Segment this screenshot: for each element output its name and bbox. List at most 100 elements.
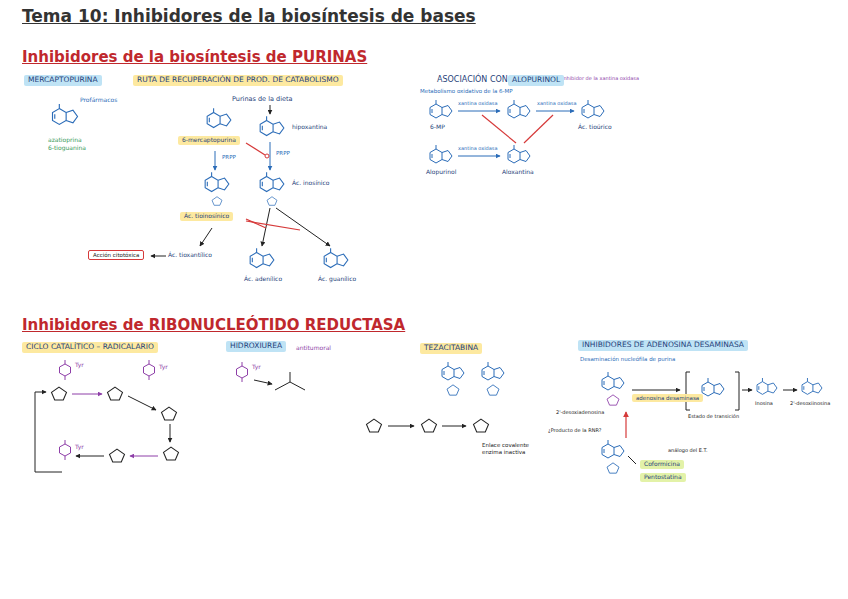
- highlight-box: TEZACITABINA: [420, 343, 482, 354]
- node-text: Coformicina: [644, 461, 680, 468]
- note-label: xantina oxidasa: [537, 101, 577, 107]
- note-label: Inosina: [755, 401, 773, 407]
- tyrosine-structure: [60, 360, 71, 380]
- inhibition-line: [246, 221, 300, 230]
- note-label: PRPP: [276, 150, 290, 156]
- note-label: azatioprina: [48, 137, 82, 144]
- node-text: RUTA DE RECUPERACIÓN DE PROD. DE CATABOL…: [137, 76, 339, 85]
- purine-structure: [602, 440, 624, 458]
- purine-structure: [508, 100, 530, 118]
- inhibition-line: [524, 115, 553, 143]
- note-label: 6-MP: [430, 124, 445, 131]
- note-label: Profármacos: [80, 97, 117, 104]
- ribose-structure: [422, 419, 437, 432]
- purine-structure: [508, 145, 530, 163]
- note-label: ¿Producto de la RNR?: [548, 428, 602, 434]
- note-label: xantina oxidasa: [458, 101, 498, 107]
- ribose-structure: [607, 395, 619, 405]
- note-label: enzima inactiva: [482, 449, 525, 455]
- node-text: 6-mercaptopurina: [182, 137, 236, 144]
- reaction-arrow: [458, 111, 500, 112]
- purine-structure: [205, 172, 229, 191]
- nucleoside-structure: [442, 362, 464, 380]
- ribose-structure: [108, 387, 123, 400]
- reaction-arrow: [442, 426, 466, 427]
- tyrosine-structure: [144, 360, 155, 380]
- page-title: Tema 10: Inhibidores de la biosíntesis d…: [22, 6, 476, 26]
- tyrosine-structure: [60, 440, 71, 460]
- reaction-arrow: [151, 256, 166, 257]
- note-label: análogo del E.T.: [668, 448, 708, 454]
- node-text: TEZACITABINA: [424, 344, 478, 353]
- ribose-structure: [474, 419, 489, 432]
- purine-structure: [260, 116, 284, 135]
- note-label: ASOCIACIÓN CON: [437, 75, 508, 84]
- reaction-arrow: [270, 142, 271, 170]
- note-label: Ác. tioxantílico: [168, 252, 212, 259]
- ribose-structure: [212, 197, 222, 206]
- highlight-box: Coformicina: [640, 460, 684, 469]
- reaction-arrow: [215, 151, 216, 170]
- reaction-arrow: [783, 390, 797, 391]
- reaction-arrow: [536, 111, 574, 112]
- reaction-arrow: [270, 105, 271, 114]
- section-heading: Inhibidores de la biosíntesis de PURINAS: [22, 49, 367, 66]
- outcome-box: Acción citotóxica: [88, 250, 144, 260]
- purine-structure: [207, 108, 231, 127]
- note-label: Aloxantina: [502, 169, 534, 176]
- highlight-box: RUTA DE RECUPERACIÓN DE PROD. DE CATABOL…: [133, 75, 343, 86]
- note-label: 6-tioguanina: [48, 145, 86, 152]
- note-label: Estado de transición: [688, 414, 739, 420]
- reaction-arrow: [72, 394, 102, 395]
- reaction-arrow: [76, 456, 104, 457]
- note-label: PRPP: [222, 154, 236, 160]
- ribose-structure: [447, 385, 459, 395]
- reaction-arrow: [742, 390, 752, 391]
- inhibition-arrow: [625, 412, 626, 438]
- reaction-arrow: [388, 426, 414, 427]
- highlight-box: ALOPURINOL: [508, 75, 564, 86]
- highlight-box: Pentostatina: [640, 473, 686, 482]
- section-heading: Inhibidores de RIBONUCLEÓTIDO REDUCTASA: [22, 317, 405, 334]
- purine-structure: [324, 248, 348, 267]
- inhibition-mark: [265, 154, 269, 158]
- highlight-box: adenosina desaminasa: [632, 394, 703, 402]
- highlight-box: MERCAPTOPURINA: [24, 75, 102, 86]
- note-label: hipoxantina: [292, 124, 327, 131]
- node-text: HIDROXIUREA: [230, 342, 282, 351]
- purine-structure: [602, 372, 624, 390]
- cycle-arrow: [35, 392, 62, 472]
- highlight-box: 6-mercaptopurina: [178, 136, 240, 145]
- purine-structure: [702, 378, 724, 396]
- note-label: Tyr: [75, 444, 84, 451]
- node-text: CICLO CATALÍTICO – RADICALARIO: [26, 343, 154, 352]
- highlight-box: INHIBIDORES DE ADENOSINA DESAMINASA: [578, 340, 748, 351]
- node-text: Acción citotóxica: [93, 252, 139, 258]
- note-label: Tyr: [252, 364, 261, 371]
- note-label: Ác. guanílico: [318, 276, 356, 283]
- note-label: xantina oxidasa: [458, 146, 498, 152]
- node-text: Ác. tioinosínico: [184, 213, 229, 220]
- node-text: Pentostatina: [644, 474, 682, 481]
- inhibition-line: [482, 115, 516, 143]
- reaction-arrow: [128, 396, 156, 410]
- note-label: inhibidor de la xantina oxidasa: [562, 76, 639, 82]
- purine-structure: [430, 145, 452, 163]
- node-text: ALOPURINOL: [512, 76, 560, 85]
- note-label: antitumoral: [296, 345, 331, 352]
- node-text: MERCAPTOPURINA: [28, 76, 98, 85]
- purine-structure: [757, 378, 777, 394]
- leader-line: [628, 456, 636, 464]
- note-label: Alopurinol: [426, 169, 456, 176]
- purine-structure: [260, 172, 284, 191]
- reaction-arrow: [200, 228, 212, 246]
- ribose-structure: [487, 385, 499, 395]
- ribose-structure: [164, 447, 179, 460]
- note-label: Tyr: [75, 362, 84, 369]
- ribose-structure: [607, 463, 619, 473]
- purine-structure: [53, 104, 78, 124]
- nucleoside-structure: [482, 362, 504, 380]
- reaction-arrow: [458, 156, 500, 157]
- purine-structure: [430, 100, 452, 118]
- tyrosine-structure: [237, 362, 248, 382]
